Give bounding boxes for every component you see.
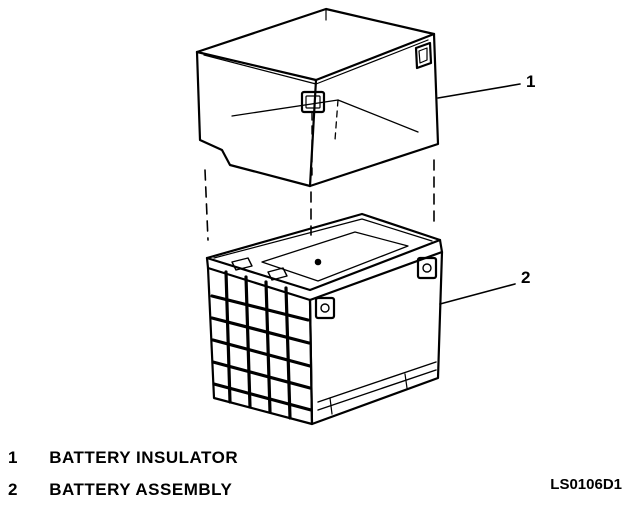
alignment-lines — [204, 159, 435, 241]
legend-label: BATTERY INSULATOR — [49, 448, 239, 467]
legend-number: 2 — [8, 480, 18, 499]
battery-insulator-drawing — [195, 7, 440, 188]
legend-item: 2 BATTERY ASSEMBLY — [8, 480, 232, 500]
callout-1: 1 — [526, 72, 536, 91]
legend-number: 1 — [8, 448, 18, 467]
figure-code: LS0106D1 — [550, 476, 622, 493]
battery-assembly-drawing — [205, 212, 444, 426]
legend-item: 1 BATTERY INSULATOR — [8, 448, 238, 468]
leader-lines — [437, 83, 521, 305]
callout-2: 2 — [521, 268, 531, 287]
legend-label: BATTERY ASSEMBLY — [49, 480, 233, 499]
exploded-view-diagram — [195, 7, 521, 426]
battery-cell-grid — [210, 270, 313, 420]
